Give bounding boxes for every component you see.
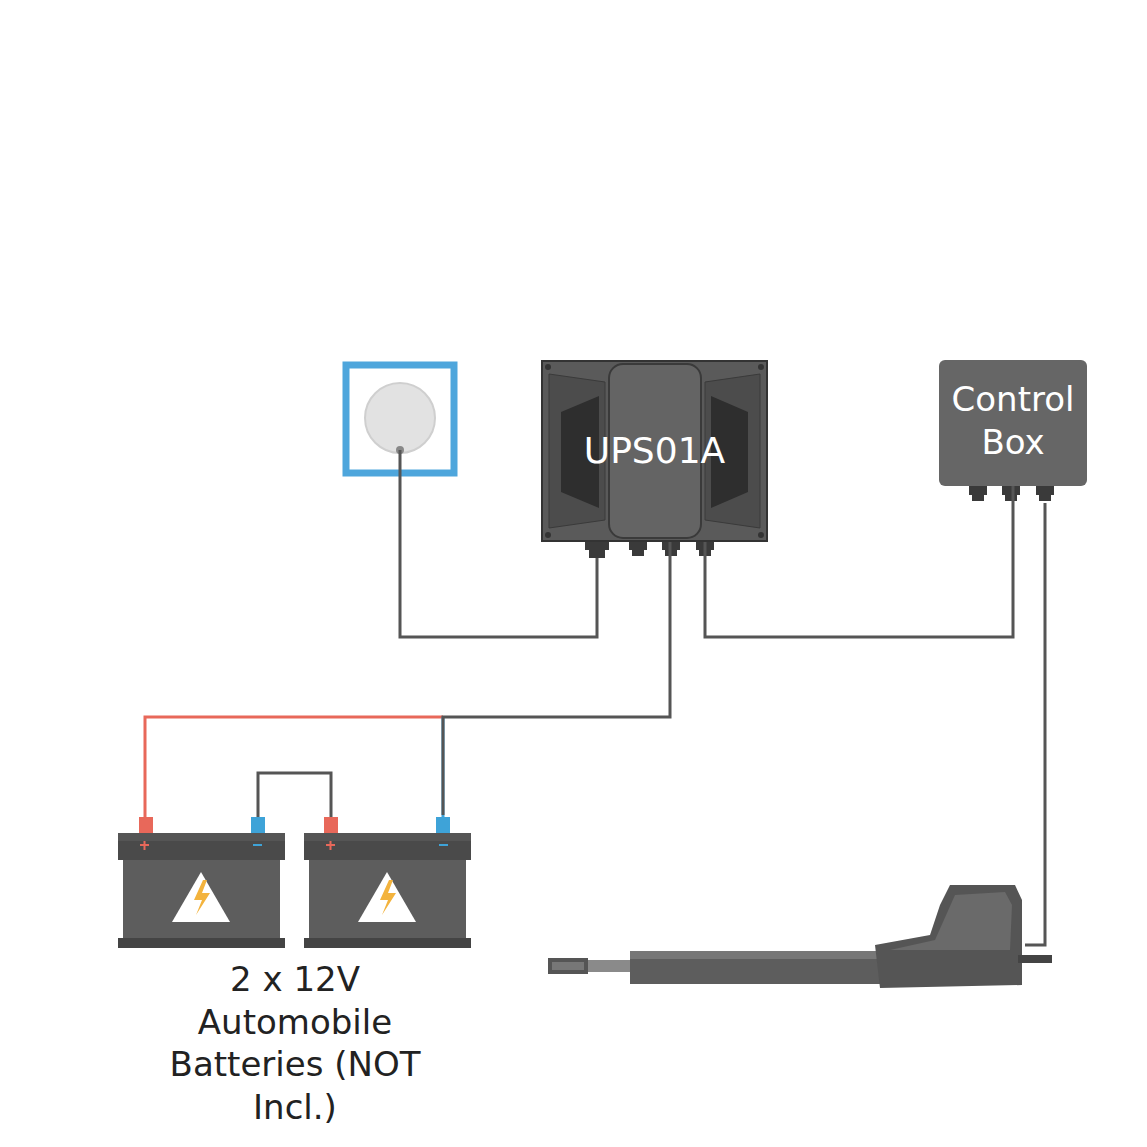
ups-box: UPS01A	[541, 360, 768, 542]
linear-actuator	[548, 885, 1052, 988]
terminal-marks	[140, 841, 448, 850]
outlet-socket	[365, 383, 435, 453]
control-box: Control Box	[939, 360, 1087, 486]
node-label: UPS01A	[541, 428, 768, 473]
battery	[118, 817, 285, 948]
jumper-wire	[258, 773, 331, 822]
battery-group: 2 x 12V Automobile Batteries (NOT Incl.)	[118, 815, 472, 1136]
cable	[443, 542, 670, 815]
node-label: 2 x 12V Automobile Batteries (NOT Incl.)	[130, 958, 460, 1128]
battery	[304, 817, 471, 948]
positive-wire	[145, 717, 443, 822]
actuator-cable	[1025, 503, 1045, 945]
node-label: Control Box	[939, 378, 1087, 463]
